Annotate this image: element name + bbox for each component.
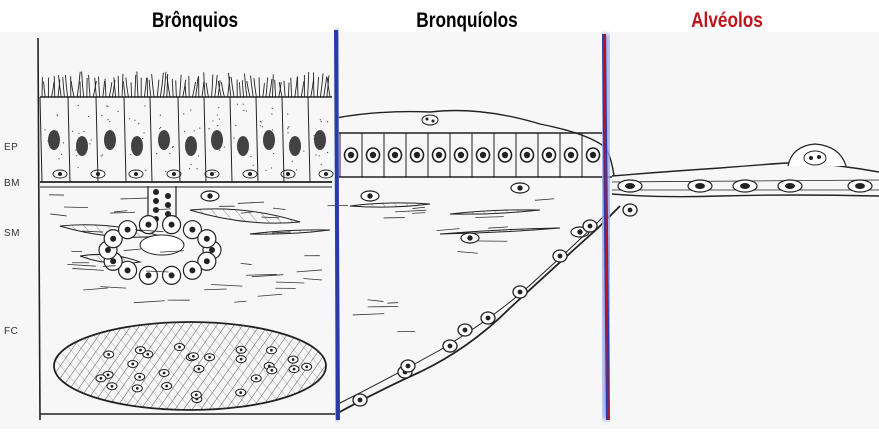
label-fibrocartilage: FC: [4, 326, 18, 337]
label-smooth-muscle: SM: [4, 228, 20, 239]
label-epithelium: EP: [4, 142, 18, 153]
heading-alveoli: Alvéolos: [666, 6, 789, 36]
divider-bronchi-bronchioles: [336, 30, 338, 420]
cartilage-plate: [54, 322, 326, 410]
divider-bronchioles-alveoli: [604, 34, 608, 420]
heading-bronchioles: Bronquíolos: [397, 6, 536, 36]
heading-bronchi: Brônquios: [134, 6, 257, 36]
label-basement-membrane: BM: [4, 178, 20, 189]
